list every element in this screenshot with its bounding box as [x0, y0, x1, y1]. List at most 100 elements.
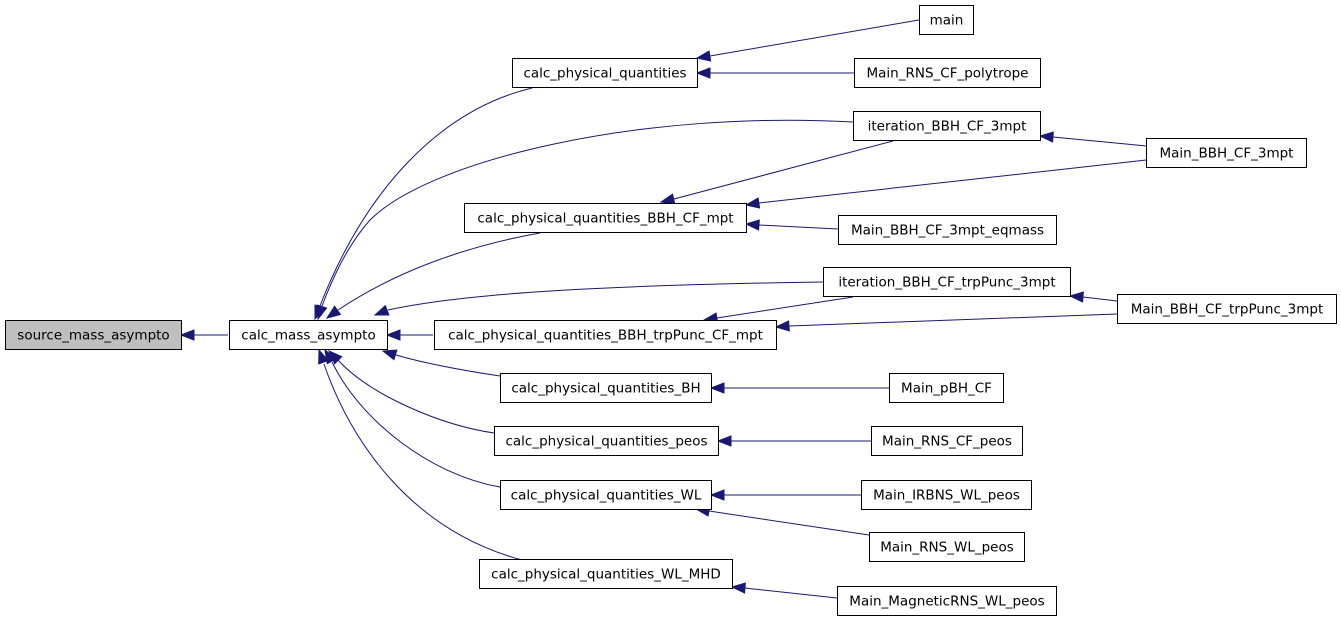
edge-arrowhead	[1038, 131, 1054, 143]
node-calc_physical_quantities_WL_MHD[interactable]: calc_physical_quantities_WL_MHD	[479, 559, 733, 589]
edge-calc_physical_quantities_WL-to-calc_mass_asympto	[324, 348, 501, 488]
node-label: calc_physical_quantities_peos	[505, 434, 707, 450]
node-box	[853, 111, 1041, 141]
edge-Main_BBH_CF_3mpt_eqmass-to-calc_physical_quantities_BBH_CF_mpt	[744, 219, 839, 231]
node-box	[838, 215, 1057, 245]
edge-arrowhead	[381, 349, 398, 361]
edge-arrowhead	[709, 489, 725, 501]
node-Main_BBH_CF_3mpt_eqmass[interactable]: Main_BBH_CF_3mpt_eqmass	[838, 215, 1057, 245]
edge-iteration_BBH_CF_trpPunc_3mpt-to-calc_physical_quantities_BBH_trpPunc_CF_mpt	[702, 296, 854, 324]
node-label: iteration_BBH_CF_trpPunc_3mpt	[838, 275, 1055, 291]
edge-line	[709, 19, 920, 57]
node-box	[871, 426, 1023, 456]
node-box	[837, 586, 1057, 616]
node-box	[229, 320, 388, 350]
node-label: calc_mass_asympto	[241, 328, 375, 344]
node-calc_mass_asympto[interactable]: calc_mass_asympto	[229, 320, 388, 350]
edges-layer	[179, 19, 1147, 599]
node-calc_physical_quantities_BH[interactable]: calc_physical_quantities_BH	[500, 373, 712, 403]
edge-line	[337, 359, 495, 434]
edge-calc_physical_quantities_BBH_trpPunc_CF_mpt-to-calc_mass_asympto	[385, 329, 433, 341]
node-calc_physical_quantities_peos[interactable]: calc_physical_quantities_peos	[494, 426, 719, 456]
edge-Main_RNS_CF_peos-to-calc_physical_quantities_peos	[716, 435, 871, 447]
edge-arrowhead	[325, 305, 342, 319]
node-label: calc_physical_quantities_BH	[511, 381, 700, 397]
node-calc_physical_quantities_BBH_trpPunc_CF_mpt[interactable]: calc_physical_quantities_BBH_trpPunc_CF_…	[434, 320, 777, 350]
edge-arrowhead	[774, 320, 790, 332]
edge-line	[758, 159, 1147, 204]
node-iteration_BBH_CF_3mpt[interactable]: iteration_BBH_CF_3mpt	[853, 111, 1041, 141]
edge-arrowhead	[716, 435, 732, 447]
edge-iteration_BBH_CF_3mpt-to-calc_mass_asympto	[316, 119, 854, 321]
node-label: Main_RNS_CF_peos	[882, 434, 1012, 450]
node-box	[500, 480, 712, 510]
edge-Main_BBH_CF_trpPunc_3mpt-to-calc_physical_quantities_BBH_trpPunc_CF_mpt	[774, 313, 1118, 332]
node-Main_BBH_CF_trpPunc_3mpt[interactable]: Main_BBH_CF_trpPunc_3mpt	[1117, 294, 1337, 324]
edge-arrowhead	[1068, 291, 1084, 303]
node-label: source_mass_asympto	[17, 328, 169, 344]
edge-calc_physical_quantities_WL_MHD-to-calc_mass_asympto	[318, 348, 523, 561]
edge-line	[337, 232, 541, 311]
edge-line	[321, 119, 854, 307]
node-box	[479, 559, 733, 589]
node-main[interactable]: main	[919, 5, 974, 35]
edge-arrowhead	[730, 582, 746, 594]
edge-iteration_BBH_CF_3mpt-to-calc_physical_quantities_BBH_CF_mpt	[659, 140, 894, 205]
node-Main_RNS_CF_polytrope[interactable]: Main_RNS_CF_polytrope	[854, 58, 1041, 88]
edge-arrowhead	[179, 329, 195, 341]
node-label: Main_pBH_CF	[901, 381, 992, 397]
edge-line	[323, 363, 523, 561]
edge-line	[744, 587, 838, 599]
node-box	[512, 58, 698, 88]
node-box	[869, 532, 1025, 562]
node-box	[854, 58, 1041, 88]
edge-Main_RNS_WL_peos-to-calc_physical_quantities_WL	[694, 505, 870, 536]
edge-line	[387, 281, 824, 311]
node-Main_RNS_CF_peos[interactable]: Main_RNS_CF_peos	[871, 426, 1023, 456]
node-label: calc_physical_quantities_BBH_CF_mpt	[477, 211, 733, 227]
node-box	[1146, 138, 1307, 168]
node-Main_RNS_WL_peos[interactable]: Main_RNS_WL_peos	[869, 532, 1025, 562]
edge-arrowhead	[695, 50, 712, 62]
edge-arrowhead	[744, 219, 760, 231]
node-box	[1117, 294, 1337, 324]
edge-line	[1052, 136, 1147, 147]
node-Main_IRBNS_WL_peos[interactable]: Main_IRBNS_WL_peos	[861, 480, 1032, 510]
node-iteration_BBH_CF_trpPunc_3mpt[interactable]: iteration_BBH_CF_trpPunc_3mpt	[823, 267, 1071, 297]
edge-calc_physical_quantities_BBH_CF_mpt-to-calc_mass_asympto	[325, 232, 541, 319]
edge-line	[319, 87, 533, 307]
edge-calc_physical_quantities_BH-to-calc_mass_asympto	[381, 349, 501, 377]
edge-iteration_BBH_CF_trpPunc_3mpt-to-calc_mass_asympto	[373, 281, 824, 316]
node-label: Main_BBH_CF_trpPunc_3mpt	[1131, 302, 1324, 318]
node-label: calc_physical_quantities_BBH_trpPunc_CF_…	[448, 328, 763, 344]
node-box	[494, 426, 719, 456]
node-Main_pBH_CF[interactable]: Main_pBH_CF	[889, 373, 1004, 403]
node-label: Main_MagneticRNS_WL_peos	[849, 594, 1044, 610]
edge-Main_BBH_CF_3mpt-to-iteration_BBH_CF_3mpt	[1038, 131, 1147, 147]
node-box	[464, 203, 747, 233]
node-Main_MagneticRNS_WL_peos[interactable]: Main_MagneticRNS_WL_peos	[837, 586, 1057, 616]
node-calc_physical_quantities_WL[interactable]: calc_physical_quantities_WL	[500, 480, 712, 510]
node-label: Main_BBH_CF_3mpt_eqmass	[851, 223, 1044, 239]
node-Main_BBH_CF_3mpt[interactable]: Main_BBH_CF_3mpt	[1146, 138, 1307, 168]
edge-arrowhead	[318, 348, 329, 365]
node-box	[5, 320, 182, 350]
edge-arrowhead	[385, 329, 401, 341]
node-calc_physical_quantities[interactable]: calc_physical_quantities	[512, 58, 698, 88]
edge-calc_mass_asympto-to-source_mass_asympto	[179, 329, 228, 341]
edge-Main_IRBNS_WL_peos-to-calc_physical_quantities_WL	[709, 489, 861, 501]
edge-line	[1082, 296, 1118, 302]
edge-line	[716, 296, 854, 319]
node-calc_physical_quantities_BBH_CF_mpt[interactable]: calc_physical_quantities_BBH_CF_mpt	[464, 203, 747, 233]
node-label: main	[930, 13, 964, 29]
node-source_mass_asympto[interactable]: source_mass_asympto	[5, 320, 182, 350]
edge-line	[788, 313, 1118, 327]
edge-Main_BBH_CF_trpPunc_3mpt-to-iteration_BBH_CF_trpPunc_3mpt	[1068, 291, 1118, 303]
edge-line	[708, 510, 870, 536]
edge-line	[673, 140, 894, 200]
node-box	[500, 373, 712, 403]
node-label: calc_physical_quantities	[523, 66, 686, 82]
node-label: iteration_BBH_CF_3mpt	[868, 119, 1027, 135]
